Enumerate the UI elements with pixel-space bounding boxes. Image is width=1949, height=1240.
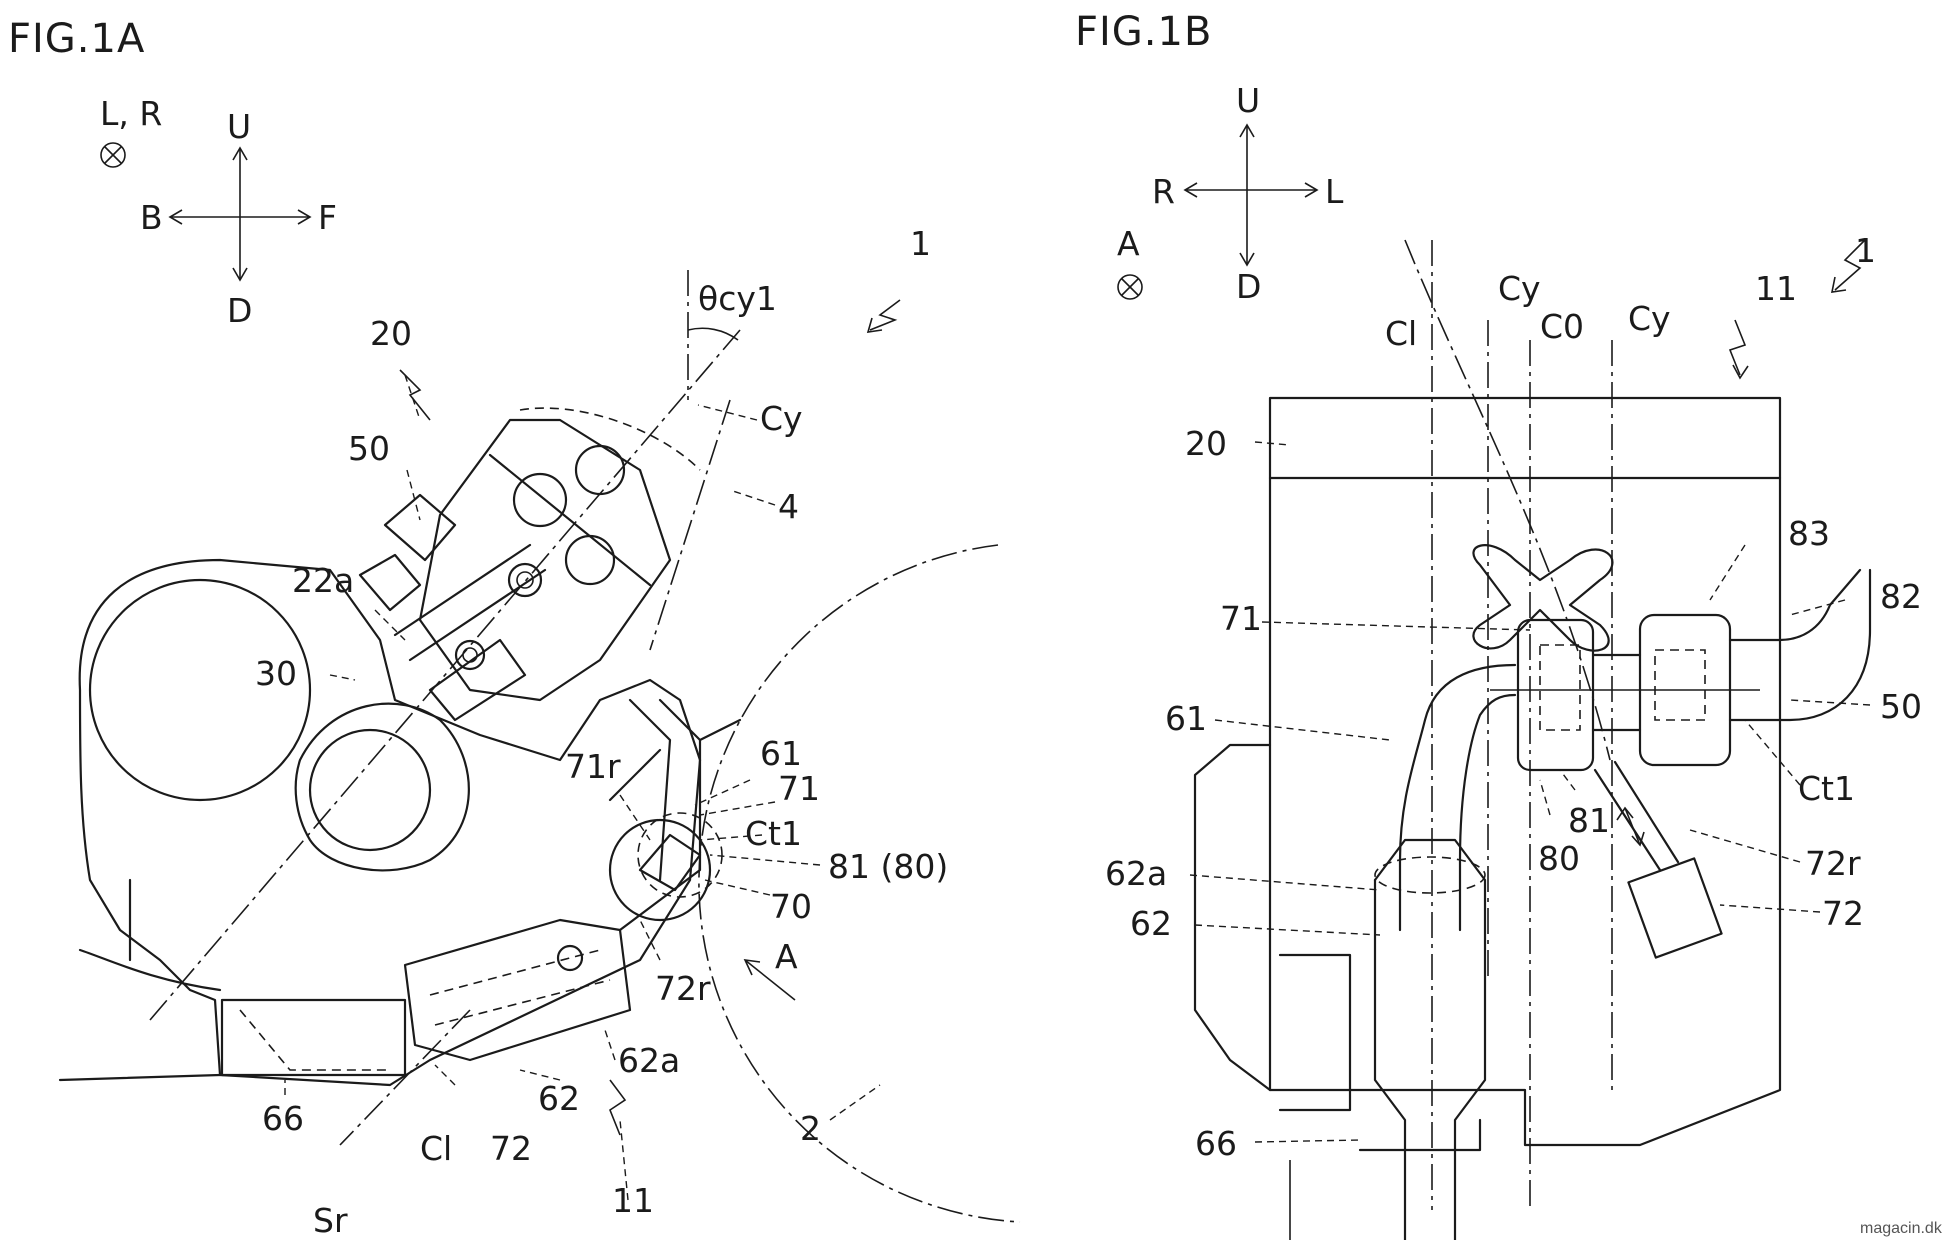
fig1a-label-1: 1 — [910, 224, 931, 263]
fig1b-label-83: 83 — [1788, 514, 1830, 553]
fig1b-body — [1268, 396, 1782, 1147]
fig1b-label-20: 20 — [1185, 424, 1227, 463]
fig1b-label-cy1: Cy — [1498, 269, 1541, 308]
fig1b-label-cl: Cl — [1385, 314, 1417, 353]
fig1b-label-50: 50 — [1880, 687, 1922, 726]
fig1b-label-72r: 72r — [1805, 844, 1861, 883]
fig1a-chassis — [78, 558, 702, 1087]
fig1a-label-72r: 72r — [655, 969, 711, 1008]
fig1a-label-50: 50 — [348, 429, 390, 468]
fig1a-label-30: 30 — [255, 654, 297, 693]
fig1b-title: FIG.1B — [1075, 9, 1212, 55]
fig1a-text: FIG.1A L, R U D B F 1 θcy1 20 Cy 50 4 22… — [8, 16, 948, 1240]
fig1a-crank-large — [88, 578, 312, 802]
fig1a-label-2: 2 — [800, 1109, 821, 1148]
fig1a-label-72: 72 — [490, 1129, 532, 1168]
fig1b-dir-up: U — [1236, 81, 1260, 120]
fig1b-label-82: 82 — [1880, 577, 1922, 616]
fig1b-dir-down: D — [1236, 267, 1261, 306]
fig1b-label-61: 61 — [1165, 699, 1207, 738]
fig1b-label-80: 80 — [1538, 839, 1580, 878]
fig1a-label-81: 81 (80) — [828, 847, 948, 886]
fig1a-dir-back: B — [140, 198, 163, 237]
fig1b-drawing — [1117, 123, 1872, 1240]
fig1b-label-71: 71 — [1220, 599, 1262, 638]
fig1a-label-ct1: Ct1 — [745, 814, 802, 853]
fig1b-label-66: 66 — [1195, 1124, 1237, 1163]
fig1b-direction-cross — [1117, 123, 1319, 300]
fig1a-label-22a: 22a — [292, 561, 354, 600]
fig1a-exhaust — [58, 698, 742, 1082]
fig1b-label-11: 11 — [1755, 269, 1797, 308]
fig1b-label-1: 1 — [1855, 231, 1876, 270]
watermark: magacin.dk — [1860, 1220, 1943, 1237]
fig1a-drawing — [58, 142, 1021, 1223]
fig1b-label-62: 62 — [1130, 904, 1172, 943]
fig1a-label-71r: 71r — [565, 747, 621, 786]
fig1b-dir-right: R — [1152, 172, 1175, 211]
fig1a-rear-wheel — [698, 544, 1021, 1223]
fig1a-label-theta: θcy1 — [698, 279, 777, 318]
fig1b-dir-a: A — [1117, 224, 1140, 263]
fig1a-label-11: 11 — [612, 1181, 654, 1220]
fig1a-crankcase-lobe — [294, 702, 470, 872]
fig1a-label-a: A — [775, 937, 798, 976]
fig1a-title: FIG.1A — [8, 16, 145, 62]
fig1b-dir-left: L — [1325, 172, 1344, 211]
fig1a-label-61: 61 — [760, 734, 802, 773]
fig1b-exhaust — [1289, 568, 1872, 1240]
fig1a-dir-front: F — [318, 198, 337, 237]
fig1b-text: FIG.1B U D R L A Cy 11 1 Cl C0 Cy 20 83 … — [1075, 9, 1922, 1163]
fig1a-label-62a: 62a — [618, 1041, 680, 1080]
fig1a-label-71: 71 — [778, 769, 820, 808]
fig1a-label-70: 70 — [770, 887, 812, 926]
fig1a-label-4: 4 — [778, 487, 799, 526]
fig1a-dir-down: D — [227, 291, 252, 330]
fig1a-label-cl: Cl — [420, 1129, 452, 1168]
fig1a-dir-up: U — [227, 107, 251, 146]
fig1b-label-72: 72 — [1822, 894, 1864, 933]
fig1b-label-62a: 62a — [1105, 854, 1167, 893]
fig1a-label-66: 66 — [262, 1099, 304, 1138]
fig1a-cylinder-head — [358, 407, 701, 722]
fig1b-label-cy2: Cy — [1628, 299, 1671, 338]
fig1b-label-c0: C0 — [1540, 307, 1584, 346]
fig1a-label-sr: Sr — [313, 1201, 348, 1240]
fig1a-label-cy: Cy — [760, 399, 803, 438]
fig1a-label-62: 62 — [538, 1079, 580, 1118]
fig1a-label-20: 20 — [370, 314, 412, 353]
fig1a-cylinder-axis — [149, 329, 741, 1021]
fig1b-label-ct1: Ct1 — [1798, 769, 1855, 808]
fig1a-dir-lr: L, R — [100, 94, 162, 133]
fig1b-label-81: 81 — [1568, 801, 1610, 840]
fig1a-direction-cross — [100, 142, 312, 282]
